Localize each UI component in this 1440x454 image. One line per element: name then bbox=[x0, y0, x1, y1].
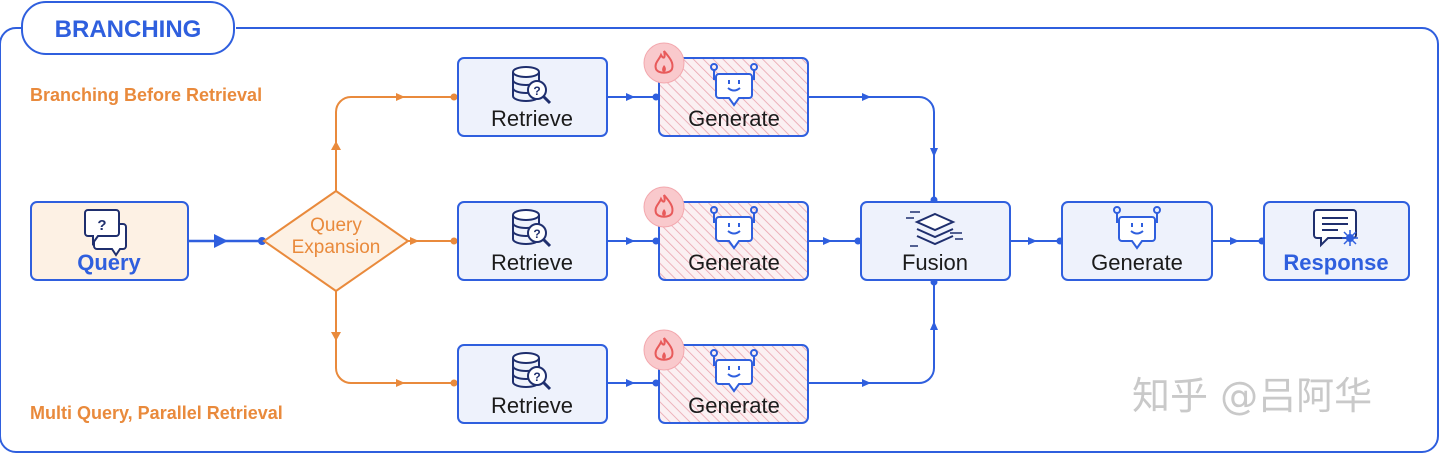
generate-label: Generate bbox=[688, 250, 780, 275]
layers-icon bbox=[906, 211, 963, 247]
annotation-multi-query: Multi Query, Parallel Retrieval bbox=[30, 403, 283, 423]
title-badge bbox=[21, 1, 235, 55]
node-query-expansion: Query Expansion bbox=[262, 189, 410, 293]
response-label: Response bbox=[1283, 250, 1388, 275]
question-chat-icon: ? bbox=[84, 209, 127, 257]
node-query: ? Query bbox=[30, 201, 189, 281]
fusion-arrowheads bbox=[823, 93, 938, 387]
node-generate-1: Generate bbox=[643, 42, 809, 137]
edge-generate-fusion bbox=[808, 96, 935, 384]
svg-text:?: ? bbox=[97, 217, 106, 234]
node-final-generate: Generate bbox=[1061, 201, 1213, 281]
fire-icon bbox=[643, 329, 685, 371]
generate-label: Generate bbox=[688, 106, 780, 131]
expansion-label-line2: Expansion bbox=[292, 237, 381, 258]
edge-retrieve-generate bbox=[607, 93, 660, 387]
final-generate-label: Generate bbox=[1091, 250, 1183, 275]
node-retrieve-2: Retrieve bbox=[457, 201, 608, 281]
branch-arrowheads bbox=[331, 93, 458, 387]
outer-frame bbox=[0, 27, 1439, 453]
retrieve-label: Retrieve bbox=[491, 106, 573, 131]
query-label: Query bbox=[77, 250, 141, 275]
fusion-label: Fusion bbox=[902, 250, 968, 275]
edge-fusion-final bbox=[1010, 237, 1266, 245]
node-fusion: Fusion bbox=[860, 201, 1011, 281]
response-message-icon bbox=[1313, 209, 1358, 248]
generate-label: Generate bbox=[688, 393, 780, 418]
node-retrieve-3: Retrieve bbox=[457, 344, 608, 424]
node-retrieve-1: Retrieve bbox=[457, 57, 608, 137]
diagram-title: BRANCHING bbox=[55, 16, 202, 43]
fire-icon bbox=[643, 186, 685, 228]
retrieve-label: Retrieve bbox=[491, 250, 573, 275]
watermark: 知乎 @吕阿华 bbox=[1132, 374, 1372, 418]
expansion-label-line1: Query bbox=[310, 215, 362, 236]
fire-icon bbox=[643, 42, 685, 84]
retrieve-label: Retrieve bbox=[491, 393, 573, 418]
node-response: Response bbox=[1263, 201, 1410, 281]
annotation-branching-before-retrieval: Branching Before Retrieval bbox=[30, 85, 262, 105]
node-generate-3: Generate bbox=[643, 329, 809, 424]
edge-query-expansion bbox=[189, 234, 266, 248]
node-generate-2: Generate bbox=[643, 186, 809, 281]
